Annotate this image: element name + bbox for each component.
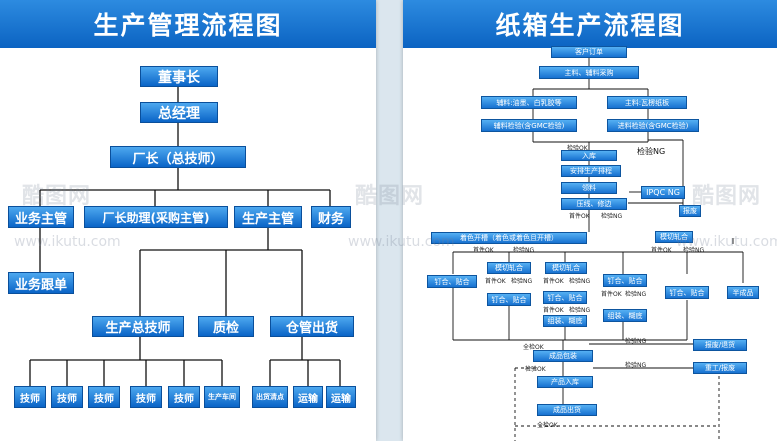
- assemble-glue-node: 组装、糊底: [603, 309, 647, 322]
- warehouse-shipping-node: 仓管出货: [270, 316, 354, 337]
- first-piece-ok-label: 首件OK: [485, 278, 506, 285]
- nail-glue-node: 钉合、贴合: [487, 293, 531, 306]
- production-supervisor-node: 生产主管: [234, 206, 302, 228]
- watermark-logo: 酷图网: [692, 184, 762, 209]
- technician-node: 技师: [88, 386, 120, 408]
- business-supervisor-node: 业务主管: [8, 206, 74, 228]
- main-materials-node: 主料:瓦楞纸板: [607, 96, 687, 109]
- director-assistant-node: 厂长助理(采购主管): [84, 206, 228, 228]
- inspection-ng-label: 检验NG: [637, 147, 666, 156]
- aux-inspection-node: 辅料检验(含GMC检验): [481, 119, 577, 132]
- finished-packing-node: 成品包装: [533, 350, 593, 362]
- inspection-ng-label: 检验NG: [601, 213, 623, 220]
- watermark-logo: 酷图网: [355, 184, 425, 209]
- general-manager-node: 总经理: [140, 102, 218, 123]
- chairman-node: 董事长: [140, 66, 218, 87]
- carton-flowchart-panel: 纸箱生产流程图: [403, 0, 777, 441]
- color-slotting-node: 着色开槽（着色或着色且开槽）: [431, 232, 587, 244]
- carton-connectors: [452, 58, 744, 441]
- inspection-ok-label: 检验OK: [567, 145, 588, 152]
- technician-node: 技师: [168, 386, 200, 408]
- technician-node: 技师: [51, 386, 83, 408]
- carton-flowchart-title: 纸箱生产流程图: [403, 0, 777, 48]
- inspection-ng-label: 检验NG: [569, 278, 591, 285]
- production-schedule-node: 安排生产排程: [561, 165, 621, 177]
- ipqc-ng-node: IPQC NG: [641, 186, 685, 199]
- transport-node: 运输: [326, 386, 356, 408]
- nail-glue-node: 钉合、贴合: [665, 286, 709, 299]
- first-piece-ok-label: 首件OK: [473, 247, 494, 254]
- management-flowchart-panel: 生产管理流程图: [0, 0, 376, 441]
- inspection-ng-label: 检验NG: [625, 362, 647, 369]
- material-pick-node: 领料: [561, 182, 617, 194]
- die-cut-right-node: 模切轧合: [655, 231, 693, 243]
- finance-node: 财务: [311, 206, 351, 228]
- inspection-ng-label: 检验NG: [511, 278, 533, 285]
- inspection-ok-label: 检验OK: [525, 366, 546, 373]
- first-piece-ok-label: 首件OK: [651, 247, 672, 254]
- first-piece-ok-label: 首件OK: [601, 291, 622, 298]
- management-flowchart-title: 生产管理流程图: [0, 0, 376, 48]
- workshop-node: 生产车间: [204, 386, 240, 408]
- technician-node: 技师: [130, 386, 162, 408]
- transport-node: 运输: [293, 386, 323, 408]
- press-trim-node: 压线、修边: [561, 198, 627, 210]
- customer-order-node: 客户订单: [551, 46, 627, 58]
- aux-materials-node: 辅料:油墨、白乳胶等: [481, 96, 577, 109]
- inspection-ng-label: 检验NG: [625, 338, 647, 345]
- semi-finished-node: 半成品: [727, 286, 759, 299]
- first-piece-ok-label: 首件OK: [543, 307, 564, 314]
- inspection-ng-label: 检验NG: [513, 247, 535, 254]
- first-piece-ok-label: 首件OK: [543, 278, 564, 285]
- chief-technician-node: 生产总技师: [92, 316, 184, 337]
- inspection-ng-label: 检验NG: [625, 291, 647, 298]
- watermark-url: www.ikutu.com: [14, 234, 121, 250]
- scrap-node: 报废: [679, 205, 701, 217]
- management-connectors: [29, 86, 341, 386]
- nail-glue-node: 钉合、贴合: [427, 275, 477, 288]
- business-follow-up-node: 业务跟单: [8, 272, 74, 294]
- rework-scrap-node: 重工/报废: [693, 362, 747, 374]
- full-check-ok-label: 全检OK: [523, 344, 544, 351]
- full-check-ok-label: 全检OK: [537, 422, 558, 429]
- inspection-ng-label: 检验NG: [683, 247, 705, 254]
- die-cut-mid-node: 模切轧合: [545, 262, 587, 274]
- watermark-url: www.ikutu.com: [348, 234, 455, 250]
- material-purchase-node: 主料、辅料采购: [539, 66, 639, 79]
- nail-glue-node: 钉合、贴合: [603, 274, 647, 287]
- inspection-ng-label: 检验NG: [569, 307, 591, 314]
- technician-node: 技师: [14, 386, 46, 408]
- product-stock-in-node: 产品入库: [537, 376, 593, 388]
- first-piece-ok-label: 首件OK: [569, 213, 590, 220]
- watermark-url: www.ikutu.com: [676, 234, 777, 250]
- die-cut-left-node: 模切轧合: [487, 262, 531, 274]
- scrap-return-node: 报废/退货: [693, 339, 747, 351]
- incoming-inspection-node: 进料检验(含GMC检验): [607, 119, 699, 132]
- shipment-count-node: 出货清点: [252, 386, 288, 408]
- stock-in-node: 入库: [561, 150, 617, 161]
- factory-director-node: 厂长（总技师）: [110, 146, 246, 168]
- watermark-logo: 酷图网: [22, 184, 92, 209]
- assemble-glue-node: 组装、糊底: [543, 315, 587, 327]
- nail-glue-node: 钉合、贴合: [543, 291, 587, 304]
- finished-shipping-node: 成品出货: [537, 404, 597, 416]
- quality-inspection-node: 质检: [198, 316, 254, 337]
